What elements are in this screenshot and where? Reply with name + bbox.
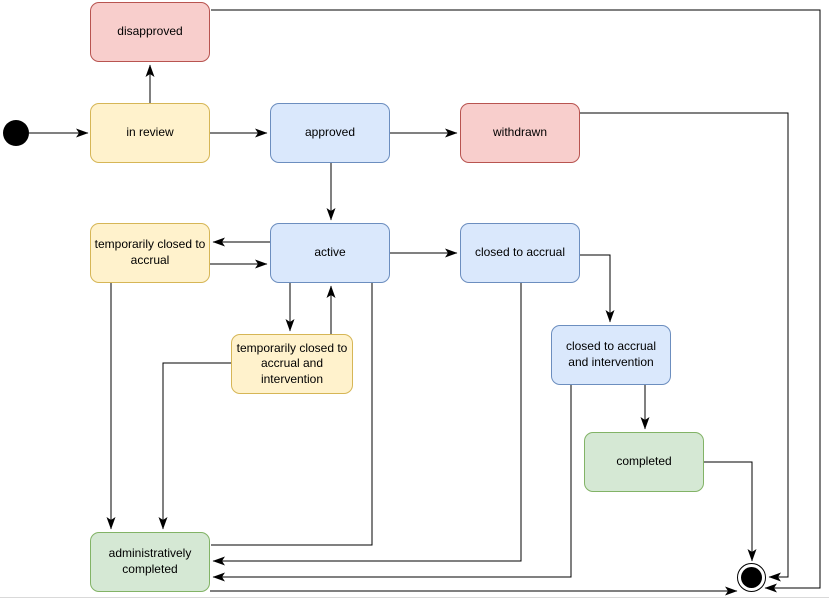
state-active[interactable]: active (270, 223, 390, 283)
edge-completed-to-end (704, 461, 757, 562)
state-temporarily-closed-to-accrual[interactable]: temporarily closed to accrual (90, 223, 210, 283)
state-disapproved[interactable]: disapproved (90, 2, 210, 62)
edge-closed-accrual-intervention-to-administratively-completed (212, 385, 572, 582)
edge-closed-accrual-to-closed-accrual-intervention (580, 254, 615, 323)
edge-temp-closed-accrual-intervention-to-administratively-completed (158, 362, 231, 530)
state-closed-to-accrual[interactable]: closed to accrual (460, 223, 580, 283)
state-completed[interactable]: completed (584, 432, 704, 492)
state-temporarily-closed-to-accrual-and-intervention[interactable]: temporarily closed to accrual and interv… (231, 334, 353, 394)
final-state-node[interactable] (737, 563, 766, 592)
initial-state-node[interactable] (3, 120, 29, 146)
state-label: withdrawn (492, 125, 548, 140)
edge-closed-accrual-to-administratively-completed (212, 283, 522, 566)
state-in-review[interactable]: in review (90, 103, 210, 163)
state-withdrawn[interactable]: withdrawn (460, 103, 580, 163)
state-label: closed to accrual (474, 245, 566, 260)
state-label: temporarily closed to accrual and interv… (236, 340, 348, 386)
state-label: approved (304, 125, 356, 140)
state-label: active (314, 245, 346, 260)
edge-active-to-administratively-completed (211, 283, 373, 546)
edge-disapproved-to-end (211, 9, 821, 593)
state-closed-to-accrual-and-intervention[interactable]: closed to accrual and intervention (551, 325, 671, 385)
state-label: closed to accrual and intervention (565, 339, 657, 369)
state-label: temporarily closed to accrual (94, 237, 206, 267)
state-label: completed (616, 454, 672, 469)
state-label: in review (126, 125, 174, 140)
state-label: administratively completed (108, 546, 192, 576)
state-approved[interactable]: approved (270, 103, 390, 163)
state-administratively-completed[interactable]: administratively completed (90, 532, 210, 592)
edge-withdrawn-to-end (580, 112, 789, 582)
state-label: disapproved (117, 24, 183, 39)
final-state-core (741, 567, 762, 588)
